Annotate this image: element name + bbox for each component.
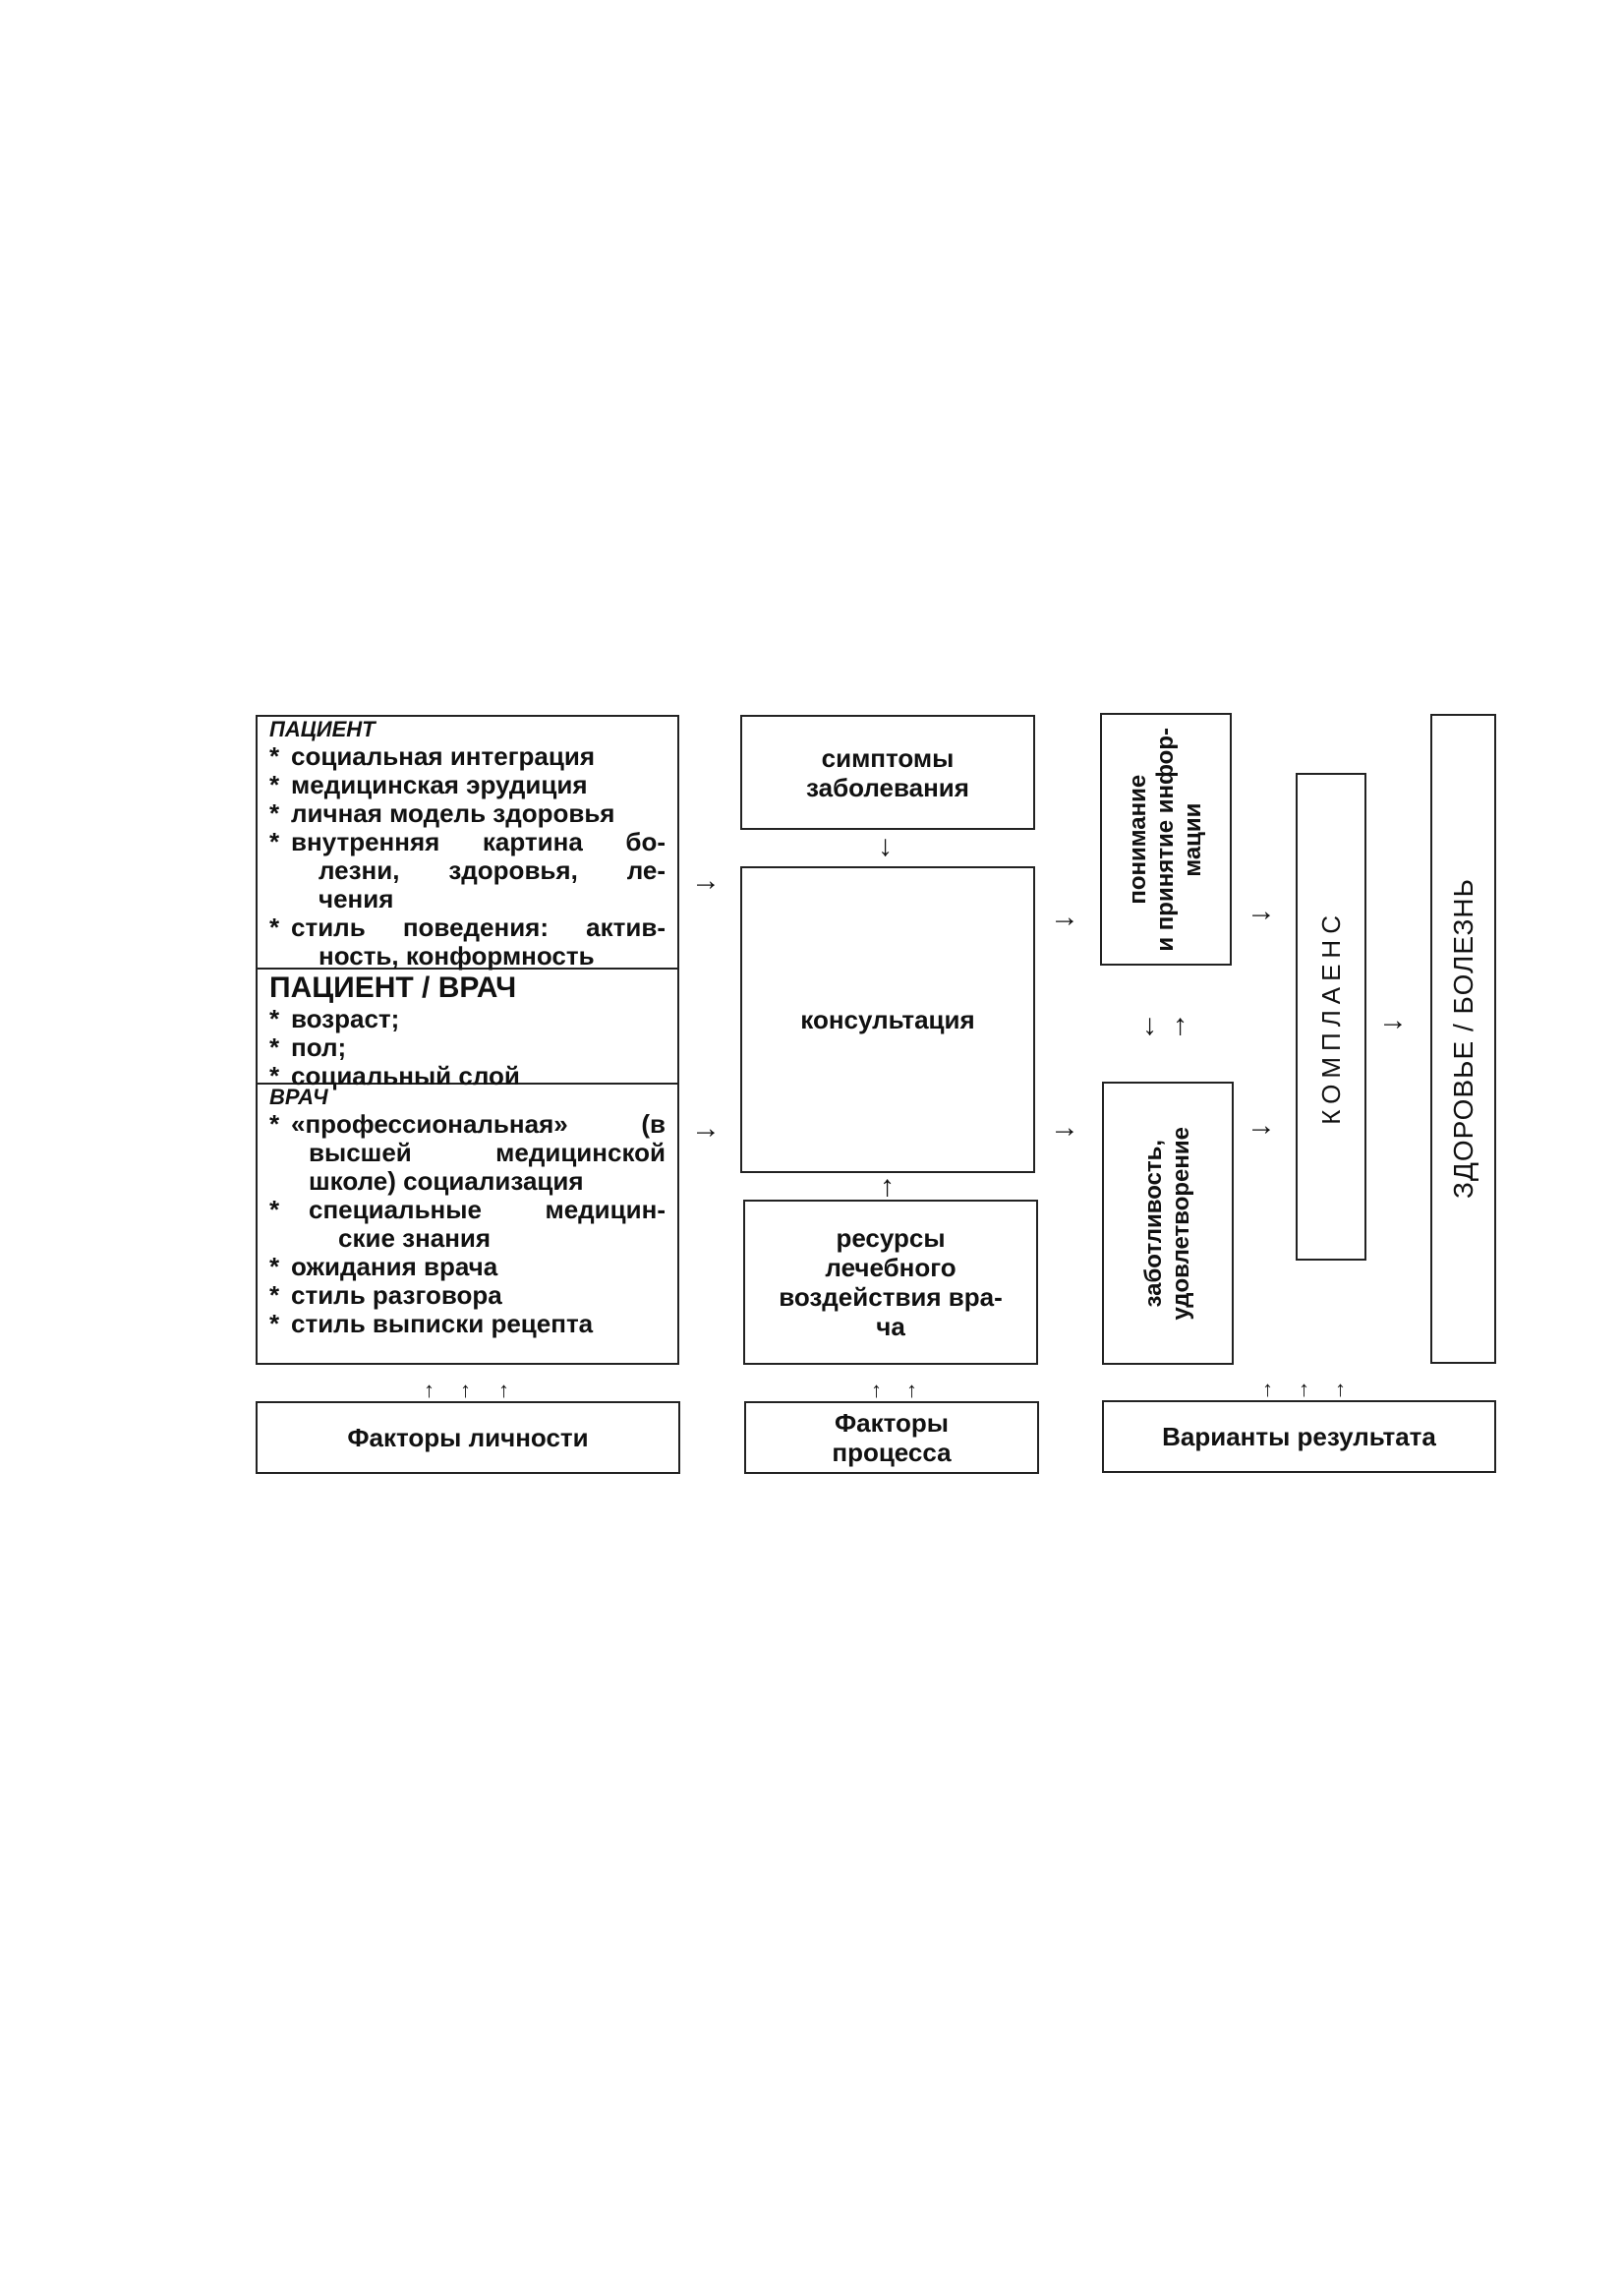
consultation-box: консультация <box>740 866 1035 1173</box>
arrow-up-icon: ↑ <box>1173 1009 1188 1041</box>
list-item: *специальные медицин- <box>269 1195 666 1224</box>
health-illness-label: ЗДОРОВЬЕ / БОЛЕЗНЬ <box>1447 878 1478 1200</box>
list-item-continuation: ность, конформность <box>319 941 595 971</box>
list-item-continuation: чения <box>319 884 394 913</box>
arrow-up-icon: ↑ <box>1262 1377 1273 1401</box>
arrow-up-icon: ↑ <box>880 1170 895 1203</box>
personality-factors-box: Факторы личности <box>256 1401 680 1474</box>
patient-doctor-title: ПАЦИЕНТ / ВРАЧ <box>269 971 517 1004</box>
list-item: *стиль поведения: актив- <box>269 913 666 942</box>
list-item: *личная модель здоровья <box>269 798 615 828</box>
arrow-down-icon: ↓ <box>878 830 893 862</box>
arrow-up-icon: ↑ <box>1335 1377 1346 1401</box>
list-item: *пол; <box>269 1032 347 1062</box>
list-item: *стиль разговора <box>269 1280 502 1310</box>
arrow-up-icon: ↑ <box>871 1378 882 1402</box>
arrow-down-icon: ↓ <box>1142 1009 1157 1041</box>
arrow-right-icon: → <box>691 864 721 897</box>
result-variants-box: Варианты результата <box>1102 1400 1496 1473</box>
resources-label: ресурсы лечебного воздействия вра- ча <box>779 1223 1003 1341</box>
list-item-continuation: школе) социализация <box>309 1166 584 1196</box>
list-item-continuation: лезни, здоровья, ле- <box>319 855 666 885</box>
arrow-right-icon: → <box>1050 901 1079 933</box>
health-illness-box: ЗДОРОВЬЕ / БОЛЕЗНЬ <box>1430 714 1496 1364</box>
arrow-up-icon: ↑ <box>460 1378 471 1402</box>
symptoms-box: симптомы заболевания <box>740 715 1035 830</box>
list-item: *«профессиональная» (в <box>269 1109 666 1139</box>
arrow-up-icon: ↑ <box>906 1378 917 1402</box>
patient-doctor-section: ПАЦИЕНТ / ВРАЧ *возраст; *пол; *социальн… <box>258 970 677 1090</box>
factors-list-box: ПАЦИЕНТ *социальная интеграция *медицинс… <box>256 715 679 1365</box>
doctor-section: ВРАЧ *«профессиональная» (в высшей медиц… <box>258 1085 677 1365</box>
list-item: *социальный слой <box>269 1061 520 1090</box>
compliance-box: КОМПЛАЕНС <box>1296 773 1366 1261</box>
list-item: *возраст; <box>269 1004 400 1033</box>
understanding-box: понимание и принятие инфор- мации <box>1100 713 1232 966</box>
list-item: *социальная интеграция <box>269 741 596 771</box>
symptoms-label: симптомы заболевания <box>806 742 969 802</box>
arrow-up-icon: ↑ <box>498 1378 509 1402</box>
arrow-up-icon: ↑ <box>1299 1377 1309 1401</box>
list-item-continuation: ские знания <box>338 1223 492 1253</box>
process-factors-label: Факторы процесса <box>832 1408 952 1467</box>
compliance-label: КОМПЛАЕНС <box>1316 909 1346 1125</box>
list-item-continuation: высшей медицинской <box>309 1138 666 1167</box>
understanding-label: понимание и принятие инфор- мации <box>1125 727 1206 952</box>
consultation-label: консультация <box>800 1005 975 1034</box>
list-item: *внутренняя картина бо- <box>269 827 666 856</box>
arrow-right-icon: → <box>691 1112 721 1145</box>
patient-title: ПАЦИЕНТ <box>269 717 376 741</box>
arrow-up-icon: ↑ <box>424 1378 435 1402</box>
arrow-right-icon: → <box>1246 895 1276 927</box>
arrow-right-icon: → <box>1378 1004 1408 1036</box>
personality-factors-label: Факторы личности <box>347 1423 589 1452</box>
arrow-right-icon: → <box>1050 1111 1079 1144</box>
list-item: *ожидания врача <box>269 1252 498 1281</box>
resources-box: ресурсы лечебного воздействия вра- ча <box>743 1200 1038 1365</box>
patient-section: ПАЦИЕНТ *социальная интеграция *медицинс… <box>258 717 677 971</box>
result-variants-label: Варианты результата <box>1162 1422 1436 1451</box>
list-item: *стиль выписки рецепта <box>269 1309 594 1338</box>
arrow-right-icon: → <box>1246 1109 1276 1142</box>
care-satisfaction-label: заботливость, удовлетворение <box>1140 1126 1194 1321</box>
list-item: *медицинская эрудиция <box>269 770 588 799</box>
process-factors-box: Факторы процесса <box>744 1401 1039 1474</box>
doctor-title: ВРАЧ <box>269 1085 328 1109</box>
care-satisfaction-box: заботливость, удовлетворение <box>1102 1082 1234 1365</box>
